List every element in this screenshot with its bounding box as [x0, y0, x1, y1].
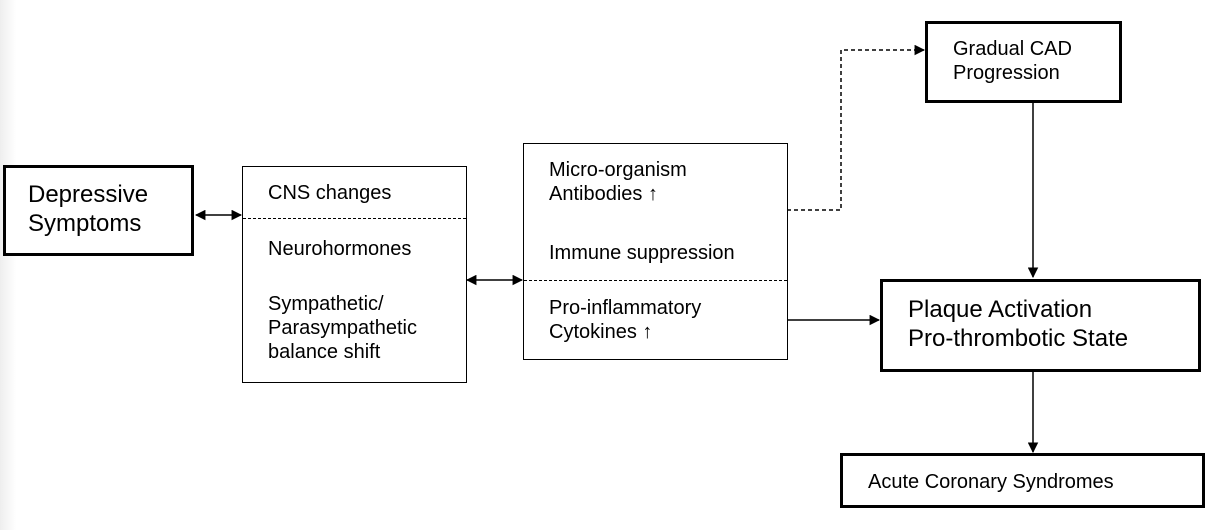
arrow-immune-cad-dashed [787, 44, 926, 211]
neurohormones-label: Neurohormones [268, 238, 412, 260]
cytokines-label: Pro-inflammatory Cytokines ↑ [549, 297, 702, 343]
depressive-symptoms-label: Depressive Symptoms [28, 181, 149, 237]
acs-label: Acute Coronary Syndromes [868, 471, 1114, 493]
cns-changes-label: CNS changes [268, 182, 392, 204]
cad-progression-label: Gradual CAD Progression [953, 38, 1072, 84]
cns-separator [243, 218, 466, 219]
plaque-activation-box: Plaque Activation Pro-thrombotic State [880, 279, 1201, 372]
depressive-symptoms-box: Depressive Symptoms [3, 165, 194, 256]
cad-progression-box: Gradual CAD Progression [925, 21, 1122, 103]
cns-box: CNS changes Neurohormones Sympathetic/ P… [242, 166, 467, 383]
immune-separator [524, 280, 787, 281]
plaque-activation-label: Plaque Activation Pro-thrombotic State [908, 296, 1129, 352]
edge-shade [0, 0, 16, 530]
balance-shift-label: Sympathetic/ Parasympathetic balance shi… [268, 293, 417, 363]
immune-suppression-label: Immune suppression [549, 242, 735, 264]
immune-box: Micro-organism Antibodies ↑ Immune suppr… [523, 143, 788, 360]
acs-box: Acute Coronary Syndromes [840, 453, 1205, 508]
antibodies-label: Micro-organism Antibodies ↑ [549, 159, 687, 205]
